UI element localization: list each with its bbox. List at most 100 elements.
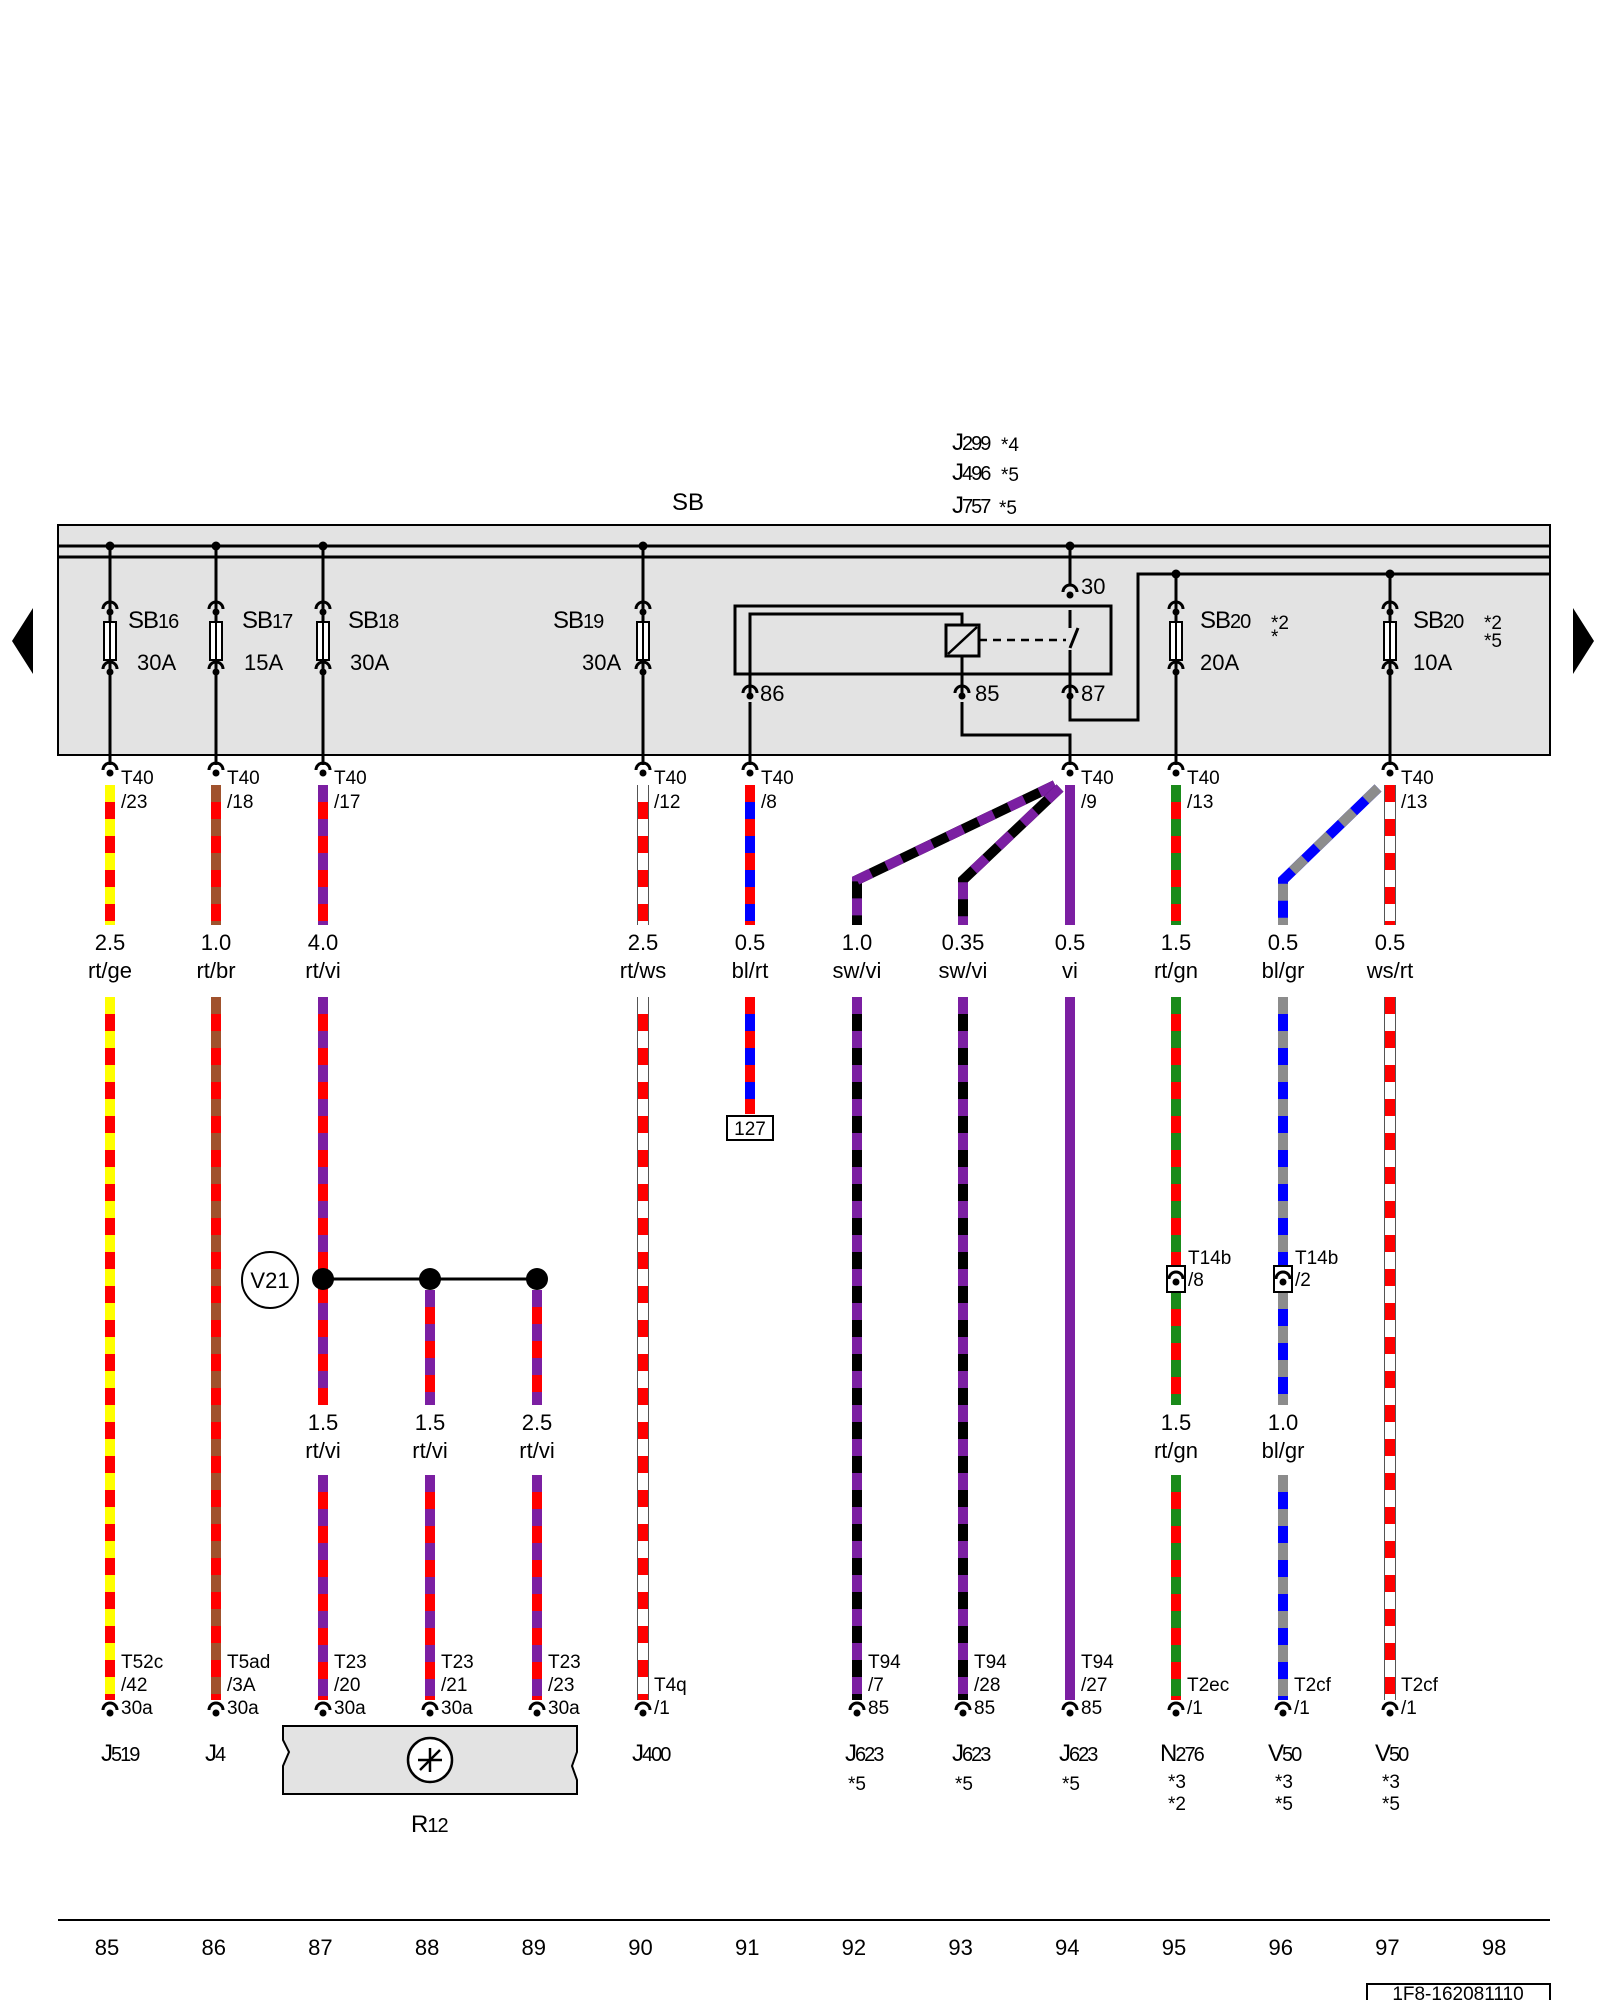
svg-text:30A: 30A [582, 650, 621, 675]
fuse-label-sb16: SB16 30A [128, 607, 180, 675]
svg-text:*5: *5 [1484, 631, 1502, 652]
svg-text:/18: /18 [227, 792, 253, 813]
svg-text:V50: V50 [1268, 1740, 1302, 1767]
wire-size-91: 0.5 [735, 930, 766, 955]
svg-text:*5: *5 [955, 1774, 973, 1795]
svg-text:T2cf: T2cf [1294, 1675, 1332, 1696]
svg-text:*5: *5 [999, 498, 1017, 519]
connector-t40-13-a: T40/13 [1167, 761, 1220, 813]
svg-text:T2ec: T2ec [1187, 1675, 1229, 1696]
svg-text:/23: /23 [121, 792, 147, 813]
inline-connector-t14b-2: T14b /2 [1273, 1248, 1338, 1293]
svg-text:*3: *3 [1382, 1772, 1400, 1793]
svg-text:/7: /7 [868, 1675, 884, 1696]
conn-t2ec-1: T2ec/1 [1187, 1675, 1229, 1719]
svg-text:J496: J496 [952, 459, 991, 486]
svg-text:T94: T94 [974, 1652, 1007, 1673]
svg-text:V50: V50 [1375, 1740, 1409, 1767]
column-number-88: 88 [415, 1935, 439, 1960]
svg-text:/9: /9 [1081, 792, 1097, 813]
wire-color-85: rt/ge [88, 958, 132, 983]
svg-text:/2: /2 [1295, 1270, 1311, 1291]
svg-text:/28: /28 [974, 1675, 1000, 1696]
wire-size-95: 1.5 [1161, 930, 1192, 955]
wire-color-90: rt/ws [620, 958, 666, 983]
fuse-label-sb17: SB17 15A [242, 607, 294, 675]
svg-text:30A: 30A [137, 650, 176, 675]
wire-size-mid-88: 1.5 [415, 1410, 446, 1435]
conn-t94-7: T94/785 [868, 1652, 901, 1719]
wire-labels-middle: 1.5rt/vi 1.5rt/vi 2.5rt/vi 1.5rt/gn 1.0b… [305, 1410, 1304, 1463]
fuse-label-sb19: SB19 30A [553, 607, 621, 675]
component-label-j519: J519 [101, 1740, 142, 1767]
svg-text:T52c: T52c [121, 1652, 163, 1673]
svg-text:/1: /1 [1187, 1698, 1203, 1719]
splice-node-89 [526, 1268, 548, 1290]
wire-color-94: vi [1062, 958, 1078, 983]
column-number-91: 91 [735, 1935, 759, 1960]
wire-size-86: 1.0 [201, 930, 232, 955]
svg-text:*3: *3 [1168, 1772, 1186, 1793]
svg-text:J757: J757 [952, 492, 991, 519]
svg-text:/12: /12 [654, 792, 680, 813]
relay-terminal-85: 85 [975, 681, 999, 706]
component-label-j4: J4 [205, 1740, 228, 1767]
wire-color-mid-95: rt/gn [1154, 1438, 1198, 1463]
wire-color-mid-89: rt/vi [519, 1438, 554, 1463]
fuse-box-panel [57, 524, 1551, 756]
svg-text:/42: /42 [121, 1675, 147, 1696]
component-label-j623-c: J623*5 [1059, 1740, 1100, 1795]
svg-text:/17: /17 [334, 792, 360, 813]
wire-size-87: 4.0 [308, 930, 339, 955]
fuse-label-sb18: SB18 30A [348, 607, 400, 675]
relay-terminal-87: 87 [1081, 681, 1105, 706]
component-label-j623-b: J623*5 [952, 1740, 993, 1795]
wire-color-92: sw/vi [833, 958, 882, 983]
wire-labels-upper: 2.5rt/ge 1.0rt/br 4.0rt/vi 2.5rt/ws 0.5b… [88, 930, 1413, 983]
component-label-j623-a: J623*5 [845, 1740, 886, 1795]
connector-t40-18: T40/18 [207, 761, 260, 813]
column-number-87: 87 [308, 1935, 332, 1960]
svg-text:/23: /23 [548, 1675, 574, 1696]
svg-text:*5: *5 [1001, 465, 1019, 486]
svg-text:30a: 30a [227, 1698, 259, 1719]
reference-box-127[interactable] [726, 1115, 774, 1141]
conn-t2cf-1-a: T2cf/1 [1294, 1675, 1332, 1719]
wire-size-96: 0.5 [1268, 930, 1299, 955]
column-number-96: 96 [1268, 1935, 1292, 1960]
inline-connector-t14b-8: T14b /8 [1166, 1248, 1231, 1293]
svg-text:85: 85 [974, 1698, 995, 1719]
component-label-j400: J400 [632, 1740, 673, 1767]
next-page-arrow[interactable] [1573, 608, 1594, 674]
svg-text:T23: T23 [548, 1652, 581, 1673]
wire-size-mid-96: 1.0 [1268, 1410, 1299, 1435]
svg-text:/27: /27 [1081, 1675, 1107, 1696]
relay-label-2: J496 *5 [952, 459, 1019, 486]
svg-text:SB20: SB20 [1200, 607, 1251, 634]
prev-page-arrow[interactable] [12, 608, 33, 674]
svg-text:20A: 20A [1200, 650, 1239, 675]
column-number-92: 92 [842, 1935, 866, 1960]
component-labels: J519 J4 J400 J623*5 J623*5 J623*5 N276*3… [101, 1740, 1411, 1815]
svg-text:/1: /1 [654, 1698, 670, 1719]
svg-text:*5: *5 [1275, 1794, 1293, 1815]
fuse-label-sb20-20a: SB20 20A *2 * [1200, 607, 1289, 675]
svg-text:J519: J519 [101, 1740, 140, 1767]
svg-text:SB18: SB18 [348, 607, 399, 634]
wire-color-mid-96: bl/gr [1262, 1438, 1305, 1463]
svg-text:/1: /1 [1401, 1698, 1417, 1719]
connector-t40-17: T40/17 [314, 761, 367, 813]
column-number-98: 98 [1482, 1935, 1506, 1960]
wire-color-86: rt/br [196, 958, 235, 983]
r12-symbol-icon [406, 1736, 454, 1784]
svg-text:/13: /13 [1401, 792, 1427, 813]
svg-text:J299: J299 [952, 429, 991, 456]
svg-text:30a: 30a [548, 1698, 580, 1719]
